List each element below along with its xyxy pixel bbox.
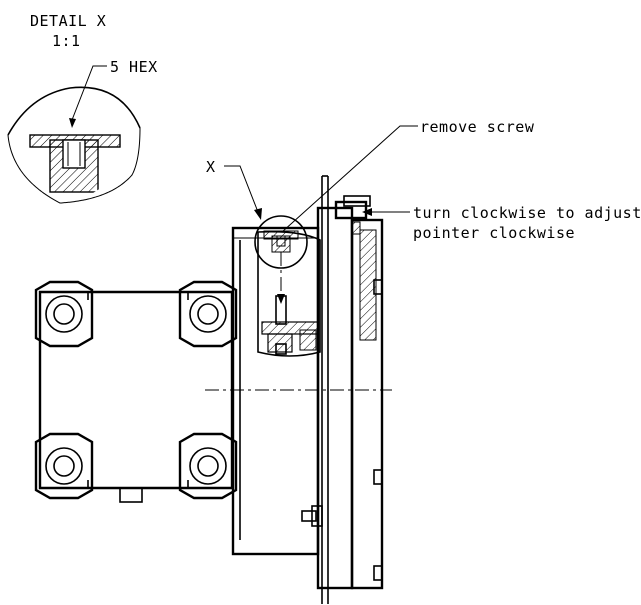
- remove-screw-leader: [281, 125, 418, 233]
- x-marker-label: X: [206, 158, 216, 176]
- small-screw: [301, 505, 323, 527]
- bolt-bottom-left: [34, 432, 94, 500]
- detail-scale: 1:1: [52, 32, 81, 50]
- bolt-bottom-right: [178, 432, 238, 500]
- turn-clockwise-label: turn clockwise to adjust: [413, 204, 641, 222]
- transmitter-block: [231, 226, 320, 556]
- detail-x-circle: [254, 215, 308, 304]
- pointer-clockwise-label: pointer clockwise: [413, 224, 575, 242]
- turn-clockwise-leader: [362, 208, 410, 216]
- bolt-top-left: [34, 280, 94, 348]
- bolt-top-right: [178, 280, 238, 348]
- detail-x-view: [7, 65, 141, 204]
- mounting-plate: [316, 175, 384, 604]
- hex-label: 5 HEX: [110, 58, 158, 76]
- detail-title: DETAIL X: [30, 12, 106, 30]
- x-leader: [224, 165, 262, 220]
- remove-screw-label: remove screw: [420, 118, 535, 136]
- adjust-knob: [334, 195, 371, 235]
